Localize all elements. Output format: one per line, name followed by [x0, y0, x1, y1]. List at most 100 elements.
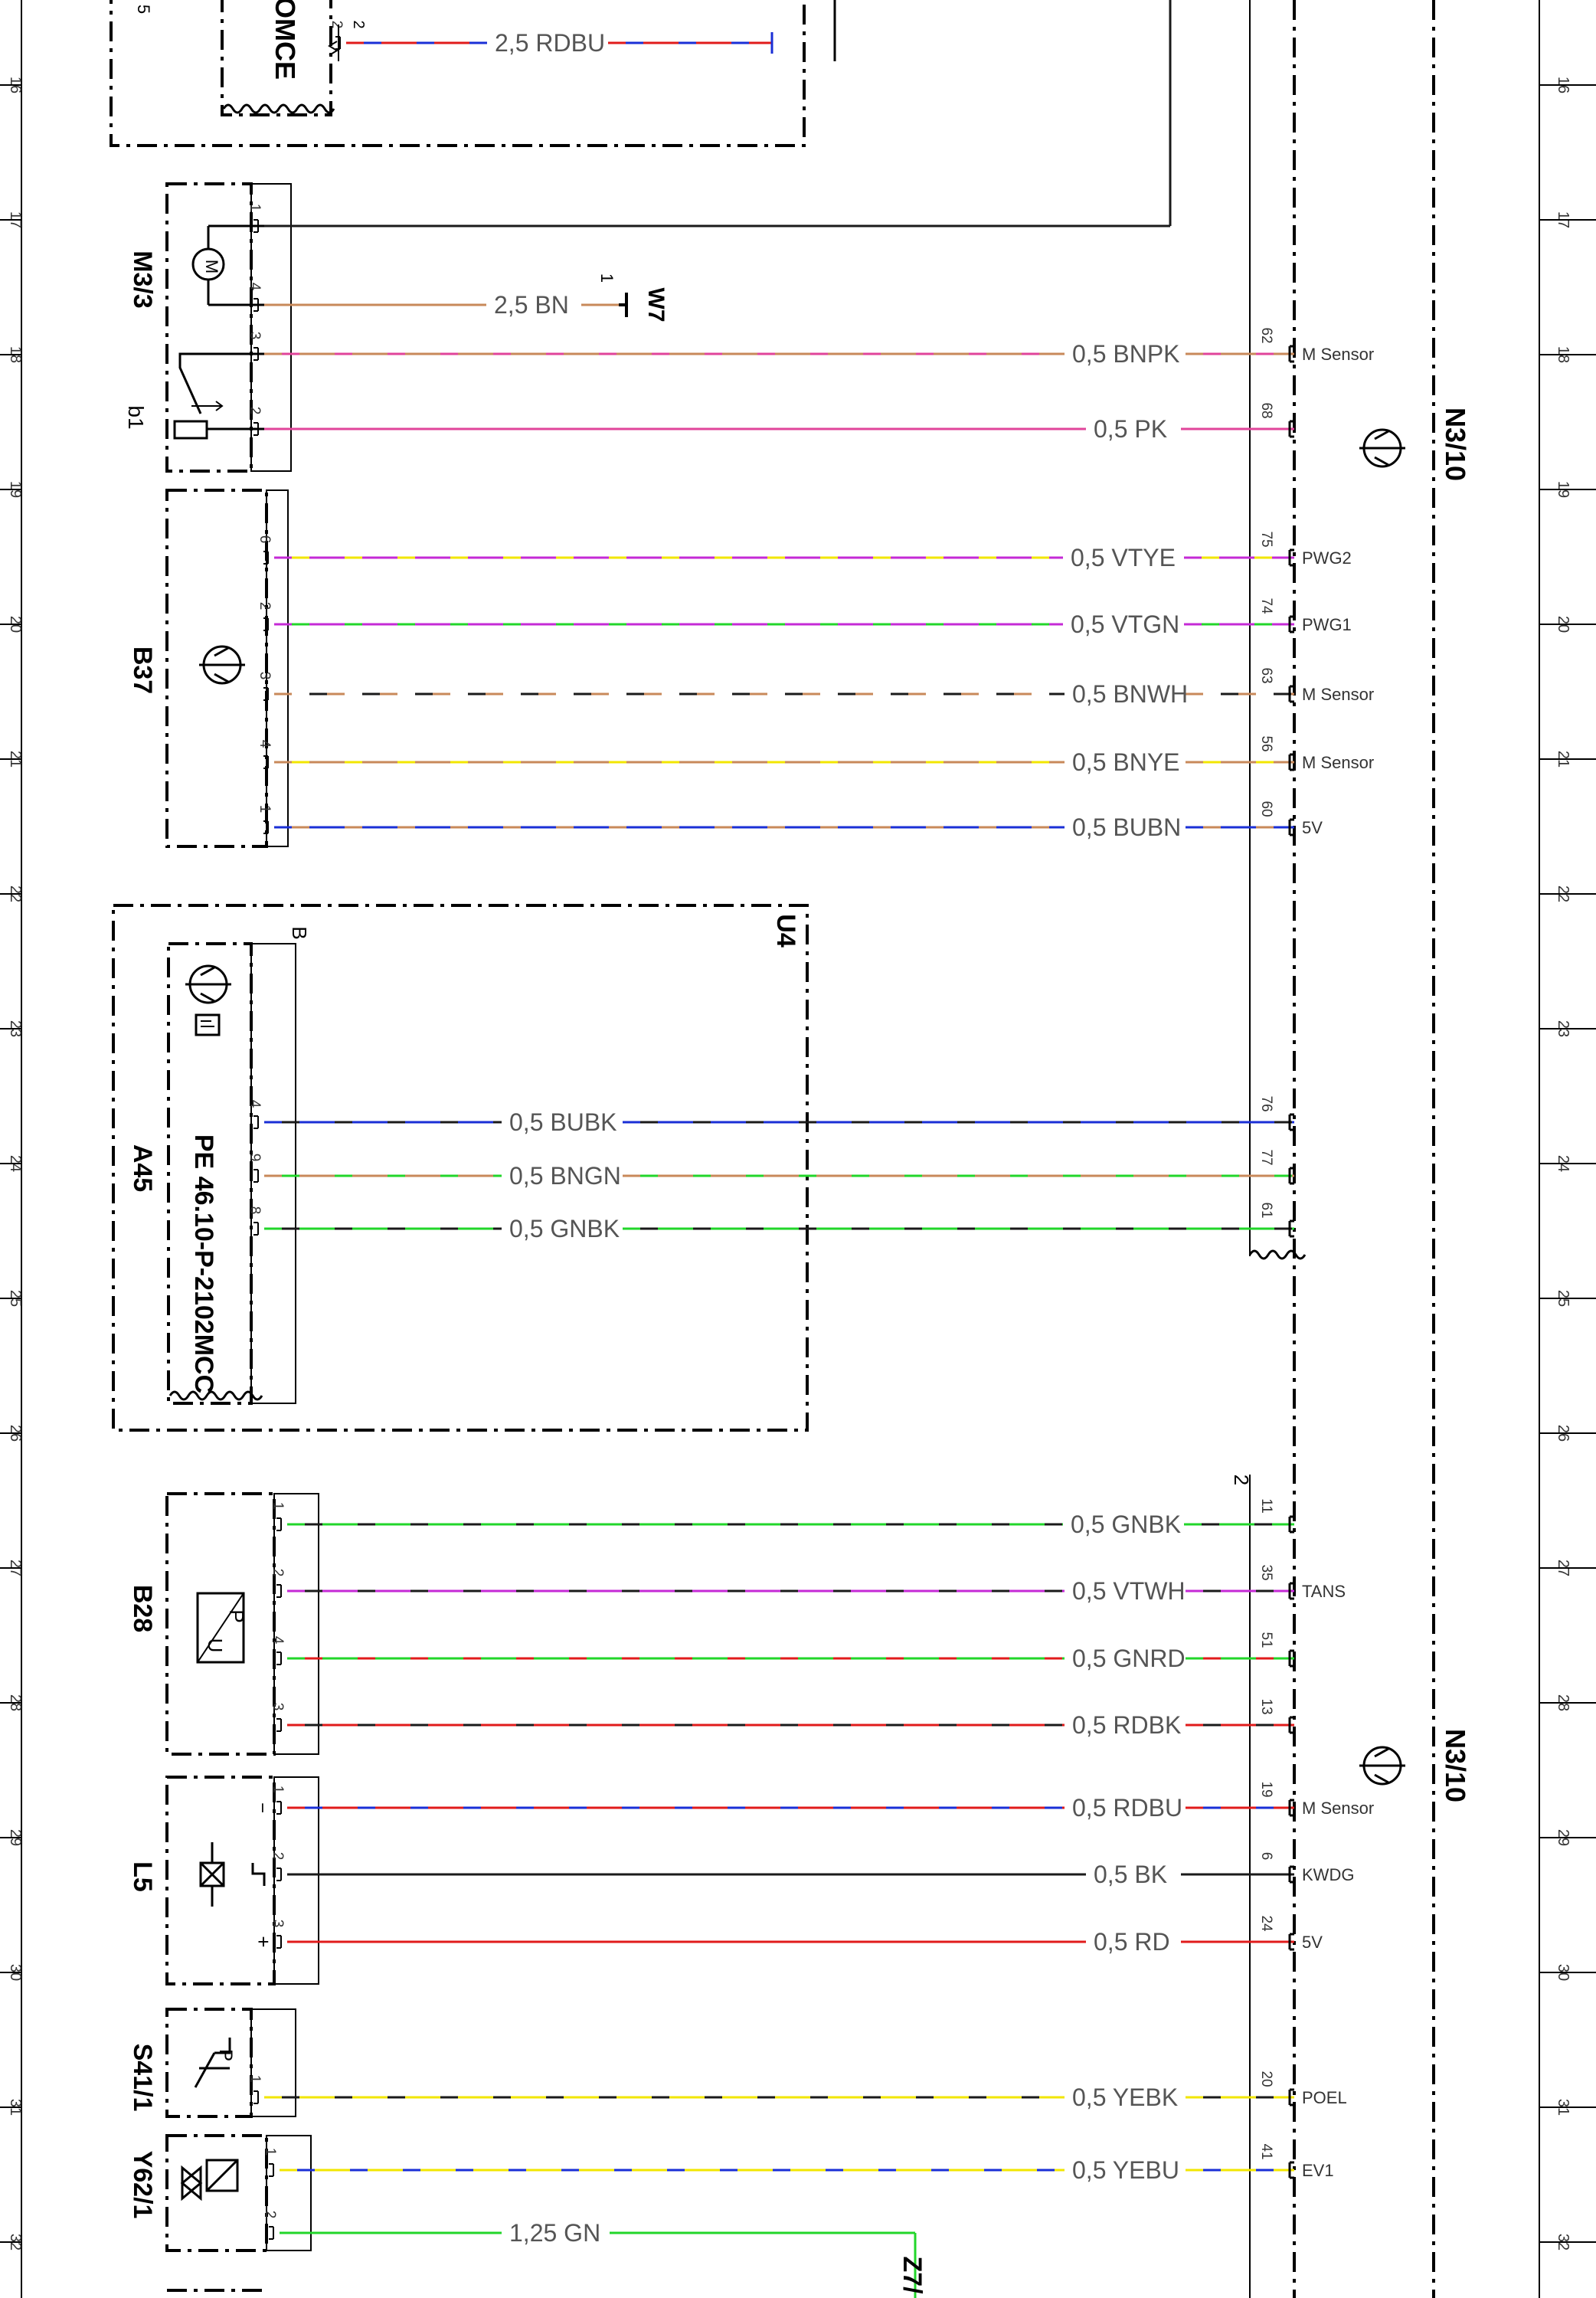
- wire-label: 0,5 BNGN: [509, 1162, 621, 1190]
- ecu-pin-marker: [1288, 615, 1294, 633]
- y62-1-connector: [266, 2135, 312, 2251]
- n3-10-connector-label: 2: [1230, 1475, 1253, 1485]
- from-pin-number: 3: [257, 672, 273, 680]
- grid-row-label-right: 17: [1555, 211, 1571, 228]
- ecu-signal-label: PWG2: [1302, 548, 1352, 568]
- pin-marker: [253, 1169, 259, 1183]
- grid-row-label-right: 23: [1555, 1020, 1571, 1037]
- wire-label: 0,5 VTWH: [1072, 1577, 1186, 1605]
- pin-marker: [269, 2163, 274, 2177]
- to-pin-number: 51: [1258, 1632, 1274, 1648]
- m3-3-name: M3/3: [128, 250, 157, 309]
- from-pin-number: 1: [270, 1502, 286, 1511]
- grid-row-label-right: 30: [1555, 1964, 1571, 1981]
- top-partial-inner-box: [221, 0, 332, 116]
- hand-icon-lines: [201, 1020, 214, 1027]
- grid-row-label-left: 23: [7, 1020, 24, 1037]
- pin-marker: [263, 820, 269, 834]
- l5-plus: +: [252, 1936, 275, 1947]
- sensor-leads: [1374, 430, 1389, 466]
- from-pin-number: 3: [270, 1703, 286, 1711]
- ecu-pin-marker: [1288, 1219, 1294, 1238]
- component-boxes: [110, 0, 1435, 2298]
- wire: 2,5 BN4: [247, 283, 626, 319]
- pin-marker: [263, 755, 269, 769]
- u4-name: U4: [771, 914, 800, 948]
- from-pin-number: 2: [270, 1852, 286, 1861]
- to-pin-number: 74: [1258, 597, 1274, 614]
- grid-row-label-right: 24: [1555, 1155, 1571, 1172]
- to-pin-number: 11: [1258, 1498, 1274, 1514]
- w7-name: W7: [643, 288, 669, 322]
- ecu-pin-marker: [1288, 1649, 1294, 1668]
- to-pin-number: 19: [1258, 1781, 1274, 1797]
- grid-row-label-right: 28: [1555, 1694, 1571, 1711]
- b37-box: [165, 489, 268, 848]
- ecu-pin-marker: [1288, 818, 1294, 836]
- to-pin-number: 24: [1258, 1915, 1274, 1932]
- n3-10-bottom-name: N3/10: [1440, 1729, 1471, 1802]
- wire-label: 0,5 GNBK: [509, 1215, 620, 1242]
- ecu-pin-marker: [1288, 1799, 1294, 1817]
- grid-row-label-right: 20: [1555, 616, 1571, 633]
- pin-marker: [276, 1584, 282, 1598]
- l5-minus: −: [252, 1802, 273, 1813]
- ecu-pin-marker: [1288, 1113, 1294, 1131]
- labels: OMCE 2 5 M3/3 M b1 B37 U4 B A45 PE 46.10…: [124, 0, 1471, 2294]
- top-partial-outer-box: [110, 0, 806, 147]
- pin-marker: [276, 1935, 282, 1949]
- from-pin-number: 8: [247, 1206, 263, 1215]
- a45-break: [168, 1390, 263, 1401]
- l5-box: [165, 1776, 276, 1985]
- wire-label: 0,5 VTGN: [1071, 611, 1179, 638]
- from-pin-number: 2: [257, 602, 273, 611]
- from-pin-number: 1: [262, 2148, 278, 2156]
- grid-row-label-left: 32: [7, 2234, 24, 2251]
- wire-label: 0,5 BUBN: [1072, 813, 1181, 841]
- b37-sensor-icon: [199, 645, 245, 685]
- ecu-pin-marker: [1288, 2161, 1294, 2179]
- l5-name: L5: [128, 1861, 157, 1892]
- wire-label: 0,5 RD: [1094, 1928, 1170, 1956]
- m3-3-sub-name: b1: [124, 405, 148, 429]
- m3-3-motor-letter: M: [202, 260, 221, 273]
- to-pin-number: 60: [1258, 800, 1274, 817]
- wire: 0,5 RDBK 3 13: [270, 1698, 1294, 1739]
- pin-marker: [263, 617, 269, 631]
- ecu-signal-label: EV1: [1302, 2161, 1334, 2180]
- pin-marker: [253, 1115, 259, 1129]
- from-pin-number: 4: [257, 740, 273, 748]
- to-pin-number: 13: [1258, 1698, 1274, 1714]
- grid-row-label-left: 31: [7, 2099, 24, 2116]
- wire-label: 0,5 BNWH: [1072, 680, 1188, 708]
- a45-connector: [250, 943, 296, 1404]
- m3-3-connector: [250, 183, 292, 472]
- ecu-pin-marker: [1288, 548, 1294, 567]
- from-pin-number: 4: [247, 1100, 263, 1108]
- b28-symbol-p: P: [225, 1609, 248, 1622]
- s41-1-box: [165, 2008, 253, 2118]
- wire: 1,25 GN2: [262, 2211, 915, 2247]
- top-partial-name: OMCE: [270, 0, 301, 80]
- ground-icon: [619, 293, 628, 317]
- from-pin-number: 2: [247, 407, 263, 415]
- pin-marker: [263, 687, 269, 701]
- wire-label: 0,5 BUBK: [509, 1108, 617, 1136]
- valve-icon: [205, 2159, 239, 2192]
- ecu-signal-label: POEL: [1302, 2088, 1347, 2107]
- wire-label: 2,5 RDBU: [495, 29, 605, 57]
- to-pin-number: 41: [1258, 2143, 1274, 2159]
- to-pin-number: 20: [1258, 2070, 1274, 2087]
- from-pin-number: 2: [329, 21, 345, 29]
- wire-label: 0,5 RDBK: [1072, 1711, 1181, 1739]
- grid-row-label-left: 16: [7, 77, 24, 93]
- ecu-signal-label: M Sensor: [1302, 753, 1374, 772]
